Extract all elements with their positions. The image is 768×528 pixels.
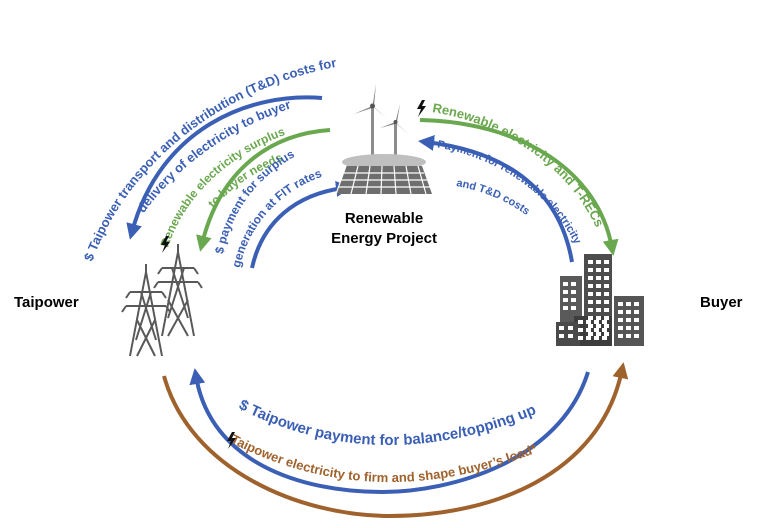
building-window: [596, 260, 601, 264]
building-window: [571, 306, 576, 310]
building-window: [586, 320, 591, 324]
solar-panel-icon: [335, 154, 432, 195]
building-window: [604, 292, 609, 296]
building-window: [588, 308, 593, 312]
building-window: [563, 290, 568, 294]
transmission-tower-icon: [121, 244, 203, 357]
building-window: [604, 332, 609, 336]
building-window: [626, 310, 631, 314]
building-window: [604, 260, 609, 264]
building-window: [588, 260, 593, 264]
building-window: [596, 268, 601, 272]
firm-shape-arrow: [162, 362, 629, 519]
building-window: [578, 336, 583, 340]
building-window: [588, 316, 593, 320]
building-window: [618, 302, 623, 306]
building-window: [596, 324, 601, 328]
building-window: [634, 326, 639, 330]
building-window: [626, 334, 631, 338]
building-window: [568, 326, 573, 330]
building-window: [596, 300, 601, 304]
building-window: [604, 276, 609, 280]
building-window: [596, 308, 601, 312]
building-window: [571, 298, 576, 302]
building-window: [588, 268, 593, 272]
td-costs-arrow: [126, 95, 323, 240]
building-window: [626, 326, 631, 330]
lightning-bolt-icon: [161, 236, 170, 253]
building-window: [588, 324, 593, 328]
building-window: [588, 284, 593, 288]
building-window: [594, 336, 599, 340]
building-window: [596, 332, 601, 336]
surplus-arrow: [196, 128, 331, 252]
lightning-bolt-icon: [227, 432, 236, 449]
building-window: [604, 268, 609, 272]
building-window: [596, 316, 601, 320]
building-window: [604, 300, 609, 304]
building-window: [604, 324, 609, 328]
building-window: [596, 276, 601, 280]
building-window: [588, 300, 593, 304]
re-trec-arrow: [419, 118, 619, 256]
building-window: [604, 308, 609, 312]
building-window: [604, 284, 609, 288]
td-costs-label-1: $ Taipower transport and distribution (T…: [81, 55, 338, 263]
lightning-bolt-icon: [417, 100, 426, 117]
project-label-line2: Energy Project: [331, 230, 437, 247]
building-window: [588, 292, 593, 296]
building-window: [618, 326, 623, 330]
building-window: [626, 302, 631, 306]
wind-turbine-icon: [354, 84, 408, 160]
building-windows: [559, 260, 639, 340]
building-window: [559, 334, 564, 338]
building-window: [602, 320, 607, 324]
building-window: [604, 316, 609, 320]
building-window: [563, 282, 568, 286]
payment-re-label-1: $ Payment for renewable electricity: [428, 137, 584, 247]
building-window: [596, 284, 601, 288]
building-window: [578, 328, 583, 332]
building-window: [568, 334, 573, 338]
building-window: [634, 334, 639, 338]
balance-payment-arrow: [189, 368, 590, 495]
balance-payment-label: $ Taipower payment for balance/topping u…: [236, 396, 538, 449]
building-window: [634, 310, 639, 314]
building-window: [588, 276, 593, 280]
building-window: [594, 320, 599, 324]
building-window: [618, 310, 623, 314]
building-window: [563, 298, 568, 302]
building-window: [586, 328, 591, 332]
fit-payment-arrow: [250, 181, 352, 269]
building-window: [563, 306, 568, 310]
payment-re-arrow: [418, 135, 574, 263]
building-window: [571, 290, 576, 294]
building-window: [588, 332, 593, 336]
taipower-label: Taipower: [14, 294, 79, 311]
building-window: [618, 334, 623, 338]
building-window: [596, 292, 601, 296]
building-window: [618, 318, 623, 322]
building-window: [634, 302, 639, 306]
building-window: [602, 336, 607, 340]
building-window: [571, 282, 576, 286]
building-window: [578, 320, 583, 324]
building-window: [594, 328, 599, 332]
building-window: [602, 328, 607, 332]
building-window: [586, 336, 591, 340]
building-window: [634, 318, 639, 322]
building-window: [559, 326, 564, 330]
building-window: [626, 318, 631, 322]
project-label-line1: Renewable: [345, 210, 423, 227]
buyer-label: Buyer: [700, 294, 743, 311]
